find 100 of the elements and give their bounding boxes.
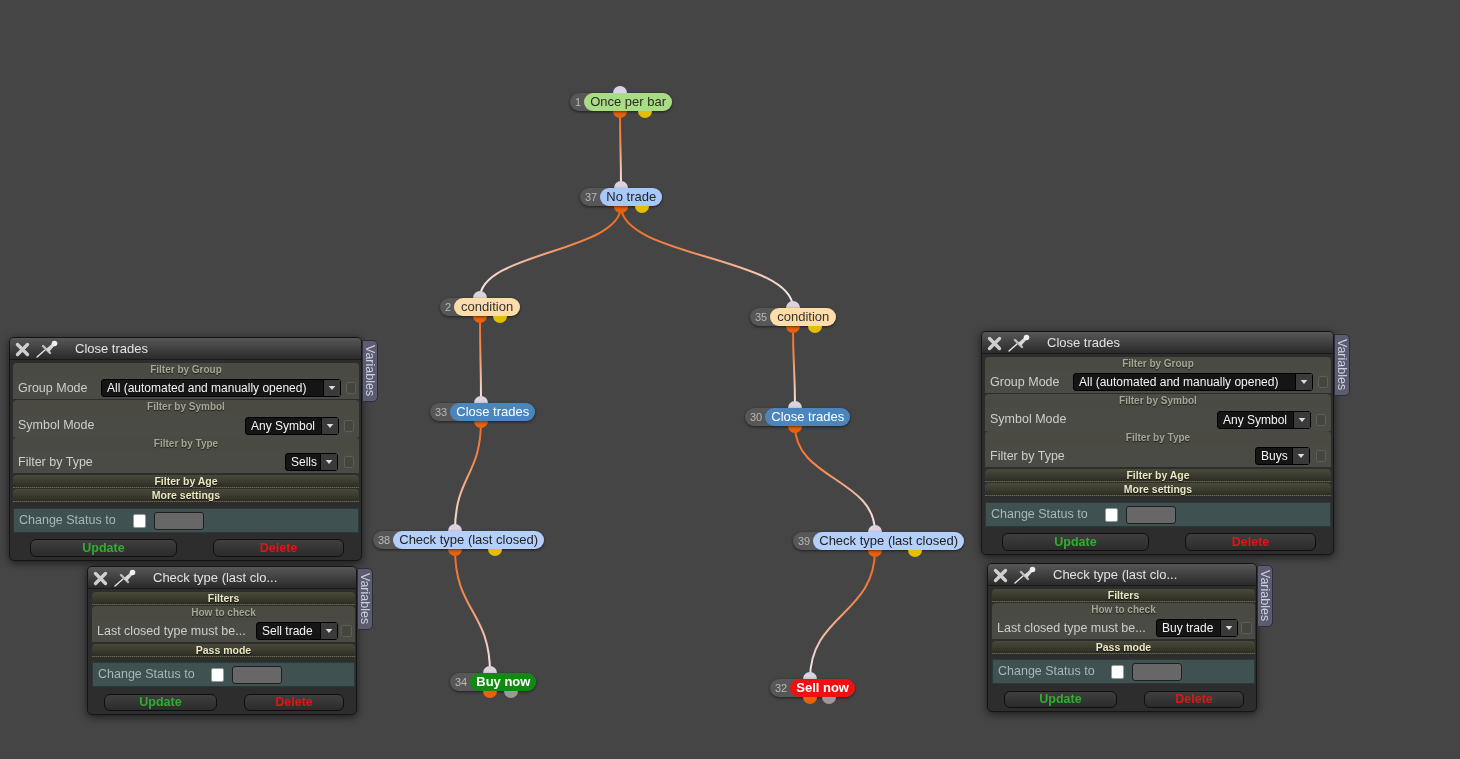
section-header: Filter by Type [985,431,1331,445]
dropdown-select: Any Symbol [1217,411,1311,429]
dropdown-select: Sell trade [256,622,338,640]
collapsed-section-bar: Filters [92,592,355,605]
block-number: 2 [444,300,453,315]
setting-label: Symbol Mode [990,411,1067,428]
collapsed-section-bar: Pass mode [92,644,355,657]
setting-row [13,451,359,473]
dialog-panel [87,566,357,715]
setting-row [985,445,1331,467]
collapsed-section-bar: More settings [13,489,359,502]
flow-block [770,679,855,697]
block-label: Once per bar [584,93,672,111]
connector-line [788,425,882,533]
side-tab: Variables [1257,565,1273,627]
dropdown-select: All (automated and manually opened) [101,379,341,397]
flow-block [750,308,837,326]
status-label: Change Status to [998,663,1095,680]
connector-line [473,315,488,404]
connector-line [613,110,628,189]
setting-row [985,371,1331,393]
dialog-panel [987,563,1257,712]
flow-block [430,403,536,421]
status-row [13,508,359,533]
collapsed-section-bar: Filter by Age [985,469,1331,482]
side-tab: Variables [362,340,378,402]
action-button: Delete [1144,691,1244,708]
setting-row [13,377,359,399]
status-label: Change Status to [98,666,195,683]
block-number: 34 [454,675,469,690]
action-button: Update [1004,691,1117,708]
setting-row [92,620,355,642]
block-number: 37 [584,190,599,205]
setting-label: Filter by Type [18,454,93,471]
block-number: 35 [754,310,769,325]
flow-block [450,673,537,691]
section-header: Filter by Type [13,437,359,451]
setting-row [992,617,1255,639]
flow-block [440,298,521,316]
setting-label: Group Mode [18,380,88,397]
status-label: Change Status to [19,512,116,529]
status-label: Change Status to [991,506,1088,523]
panel-title: Check type (last clo... [1053,566,1178,584]
flow-block [745,408,851,426]
flow-block [580,188,663,206]
action-button: Update [30,539,177,557]
action-button: Update [104,694,217,711]
block-number: 32 [774,681,789,696]
block-label: Sell now [790,679,855,697]
block-label: condition [454,298,521,316]
panel-title: Check type (last clo... [153,569,278,587]
block-number: 1 [574,95,583,110]
setting-label: Filter by Type [990,448,1065,465]
collapsed-section-bar: Filter by Age [13,475,359,488]
block-number: 33 [434,405,449,420]
setting-label: Symbol Mode [18,417,95,434]
dropdown-select: Buy trade [1156,619,1238,637]
collapsed-section-bar: Pass mode [992,641,1255,654]
dialog-panel [9,337,362,561]
section-header: Filter by Group [13,363,359,377]
connector-line [448,548,497,674]
connector-line [614,204,800,310]
connector-line [803,549,882,680]
side-tab: Variables [357,568,373,630]
block-label: Close trades [765,408,851,426]
section-header: How to check [992,603,1255,617]
setting-label: Last closed type must be... [997,620,1146,637]
block-label: condition [770,308,837,326]
action-button: Delete [244,694,344,711]
panel-title: Close trades [75,340,148,358]
status-row [985,502,1331,527]
connector-line [786,325,802,409]
block-label: Check type (last closed) [813,532,964,550]
dialog-panel [981,331,1334,555]
section-header: How to check [92,606,355,620]
status-row [92,662,355,687]
setting-label: Last closed type must be... [97,623,246,640]
collapsed-section-bar: Filters [992,589,1255,602]
block-number: 30 [749,410,764,425]
block-number: 39 [797,534,812,549]
section-header: Filter by Symbol [985,394,1331,408]
section-header: Filter by Symbol [13,400,359,414]
setting-label: Group Mode [990,374,1060,391]
panel-title: Close trades [1047,334,1120,352]
section-header: Filter by Group [985,357,1331,371]
dropdown-select: Any Symbol [245,417,339,435]
action-button: Update [1002,533,1149,551]
block-number: 38 [377,533,392,548]
dropdown-select: All (automated and manually opened) [1073,373,1313,391]
block-label: No trade [600,188,663,206]
action-button: Delete [213,539,344,557]
block-label: Close trades [450,403,536,421]
dropdown-select: Buys [1255,447,1310,465]
action-button: Delete [1185,533,1316,551]
dropdown-select: Sells [285,453,338,471]
side-tab: Variables [1334,334,1350,396]
collapsed-section-bar: More settings [985,483,1331,496]
status-row [992,659,1255,684]
connector-line [448,420,488,532]
block-label: Check type (last closed) [393,531,544,549]
